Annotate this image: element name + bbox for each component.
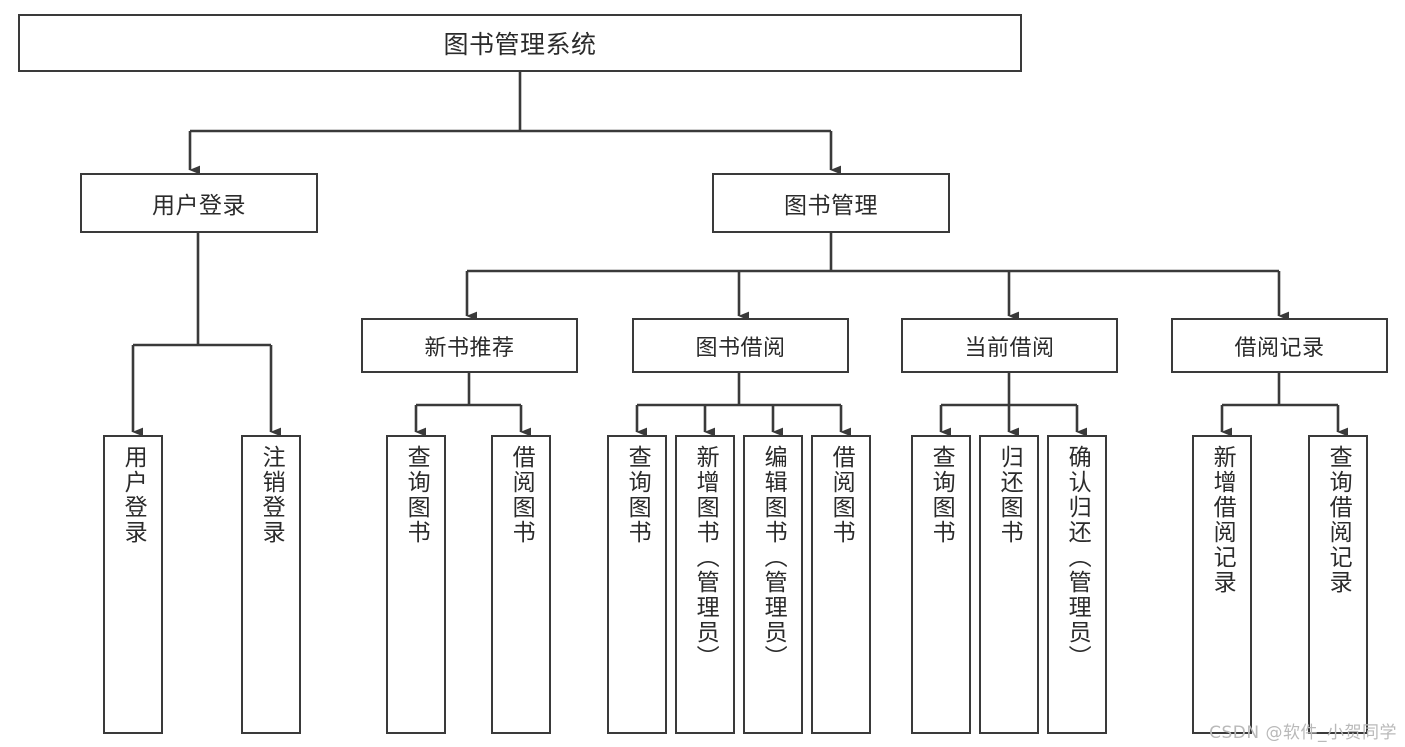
node-label: 借阅图书: [508, 445, 535, 545]
node-label: 确认归还（管理员）: [1064, 445, 1091, 670]
node-label: 用户登录: [120, 445, 147, 545]
leaf-record-add-record[interactable]: 新增借阅记录: [1192, 435, 1252, 734]
node-borrow-record[interactable]: 借阅记录: [1171, 318, 1388, 373]
node-book-management[interactable]: 图书管理: [712, 173, 950, 233]
leaf-borrow-add-book-admin[interactable]: 新增图书（管理员）: [675, 435, 735, 734]
node-label: 新书推荐: [424, 335, 515, 361]
node-label: 借阅图书: [828, 445, 855, 545]
node-label: 新增借阅记录: [1209, 445, 1236, 595]
leaf-user-login-logout[interactable]: 注销登录: [241, 435, 301, 734]
node-root-system[interactable]: 图书管理系统: [18, 14, 1022, 72]
node-label: 查询图书: [403, 445, 430, 545]
node-current-borrow[interactable]: 当前借阅: [901, 318, 1118, 373]
node-label: 新增图书（管理员）: [692, 445, 719, 670]
leaf-new-book-query[interactable]: 查询图书: [386, 435, 446, 734]
node-book-borrow[interactable]: 图书借阅: [632, 318, 849, 373]
node-label: 编辑图书（管理员）: [760, 445, 787, 670]
leaf-current-query-book[interactable]: 查询图书: [911, 435, 971, 734]
leaf-record-query-record[interactable]: 查询借阅记录: [1308, 435, 1368, 734]
leaf-current-confirm-return-admin[interactable]: 确认归还（管理员）: [1047, 435, 1107, 734]
leaf-borrow-edit-book-admin[interactable]: 编辑图书（管理员）: [743, 435, 803, 734]
node-label: 用户登录: [152, 193, 246, 219]
leaf-new-book-borrow[interactable]: 借阅图书: [491, 435, 551, 734]
node-new-book-recommend[interactable]: 新书推荐: [361, 318, 578, 373]
node-label: 借阅记录: [1234, 335, 1325, 361]
node-label: 图书管理系统: [443, 30, 597, 59]
csdn-watermark: CSDN @软件_小贺同学: [1209, 723, 1397, 743]
leaf-borrow-query-book[interactable]: 查询图书: [607, 435, 667, 734]
node-label: 图书管理: [784, 193, 878, 219]
leaf-borrow-borrow-book[interactable]: 借阅图书: [811, 435, 871, 734]
node-label: 注销登录: [258, 445, 285, 545]
leaf-user-login-login[interactable]: 用户登录: [103, 435, 163, 734]
node-label: 查询图书: [624, 445, 651, 545]
node-label: 图书借阅: [695, 335, 786, 361]
node-user-login[interactable]: 用户登录: [80, 173, 318, 233]
node-label: 归还图书: [996, 445, 1023, 545]
node-label: 查询借阅记录: [1325, 445, 1352, 595]
node-label: 当前借阅: [964, 335, 1055, 361]
node-label: 查询图书: [928, 445, 955, 545]
leaf-current-return-book[interactable]: 归还图书: [979, 435, 1039, 734]
